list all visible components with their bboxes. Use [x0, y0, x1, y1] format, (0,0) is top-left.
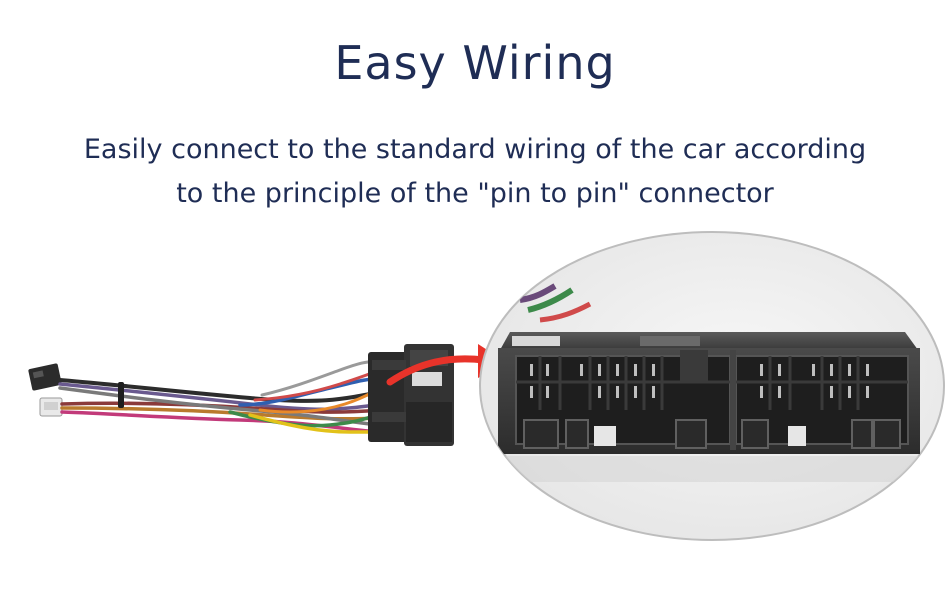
subtitle: Easily connect to the standard wiring of…: [0, 128, 950, 216]
wiring-harness: [28, 344, 454, 446]
small-connector-black: [28, 363, 62, 391]
zoom-circle: [479, 231, 945, 541]
page-title: Easy Wiring: [334, 36, 616, 90]
subtitle-line-1: Easily connect to the standard wiring of…: [83, 134, 867, 165]
subtitle-line-2: to the principle of the "pin to pin" con…: [176, 178, 774, 209]
zoomed-connector: [498, 332, 920, 454]
wire-bundle: [58, 358, 384, 434]
cable-tie: [118, 382, 124, 408]
small-connector-white: [39, 397, 63, 417]
main-connector-block: [368, 344, 454, 446]
